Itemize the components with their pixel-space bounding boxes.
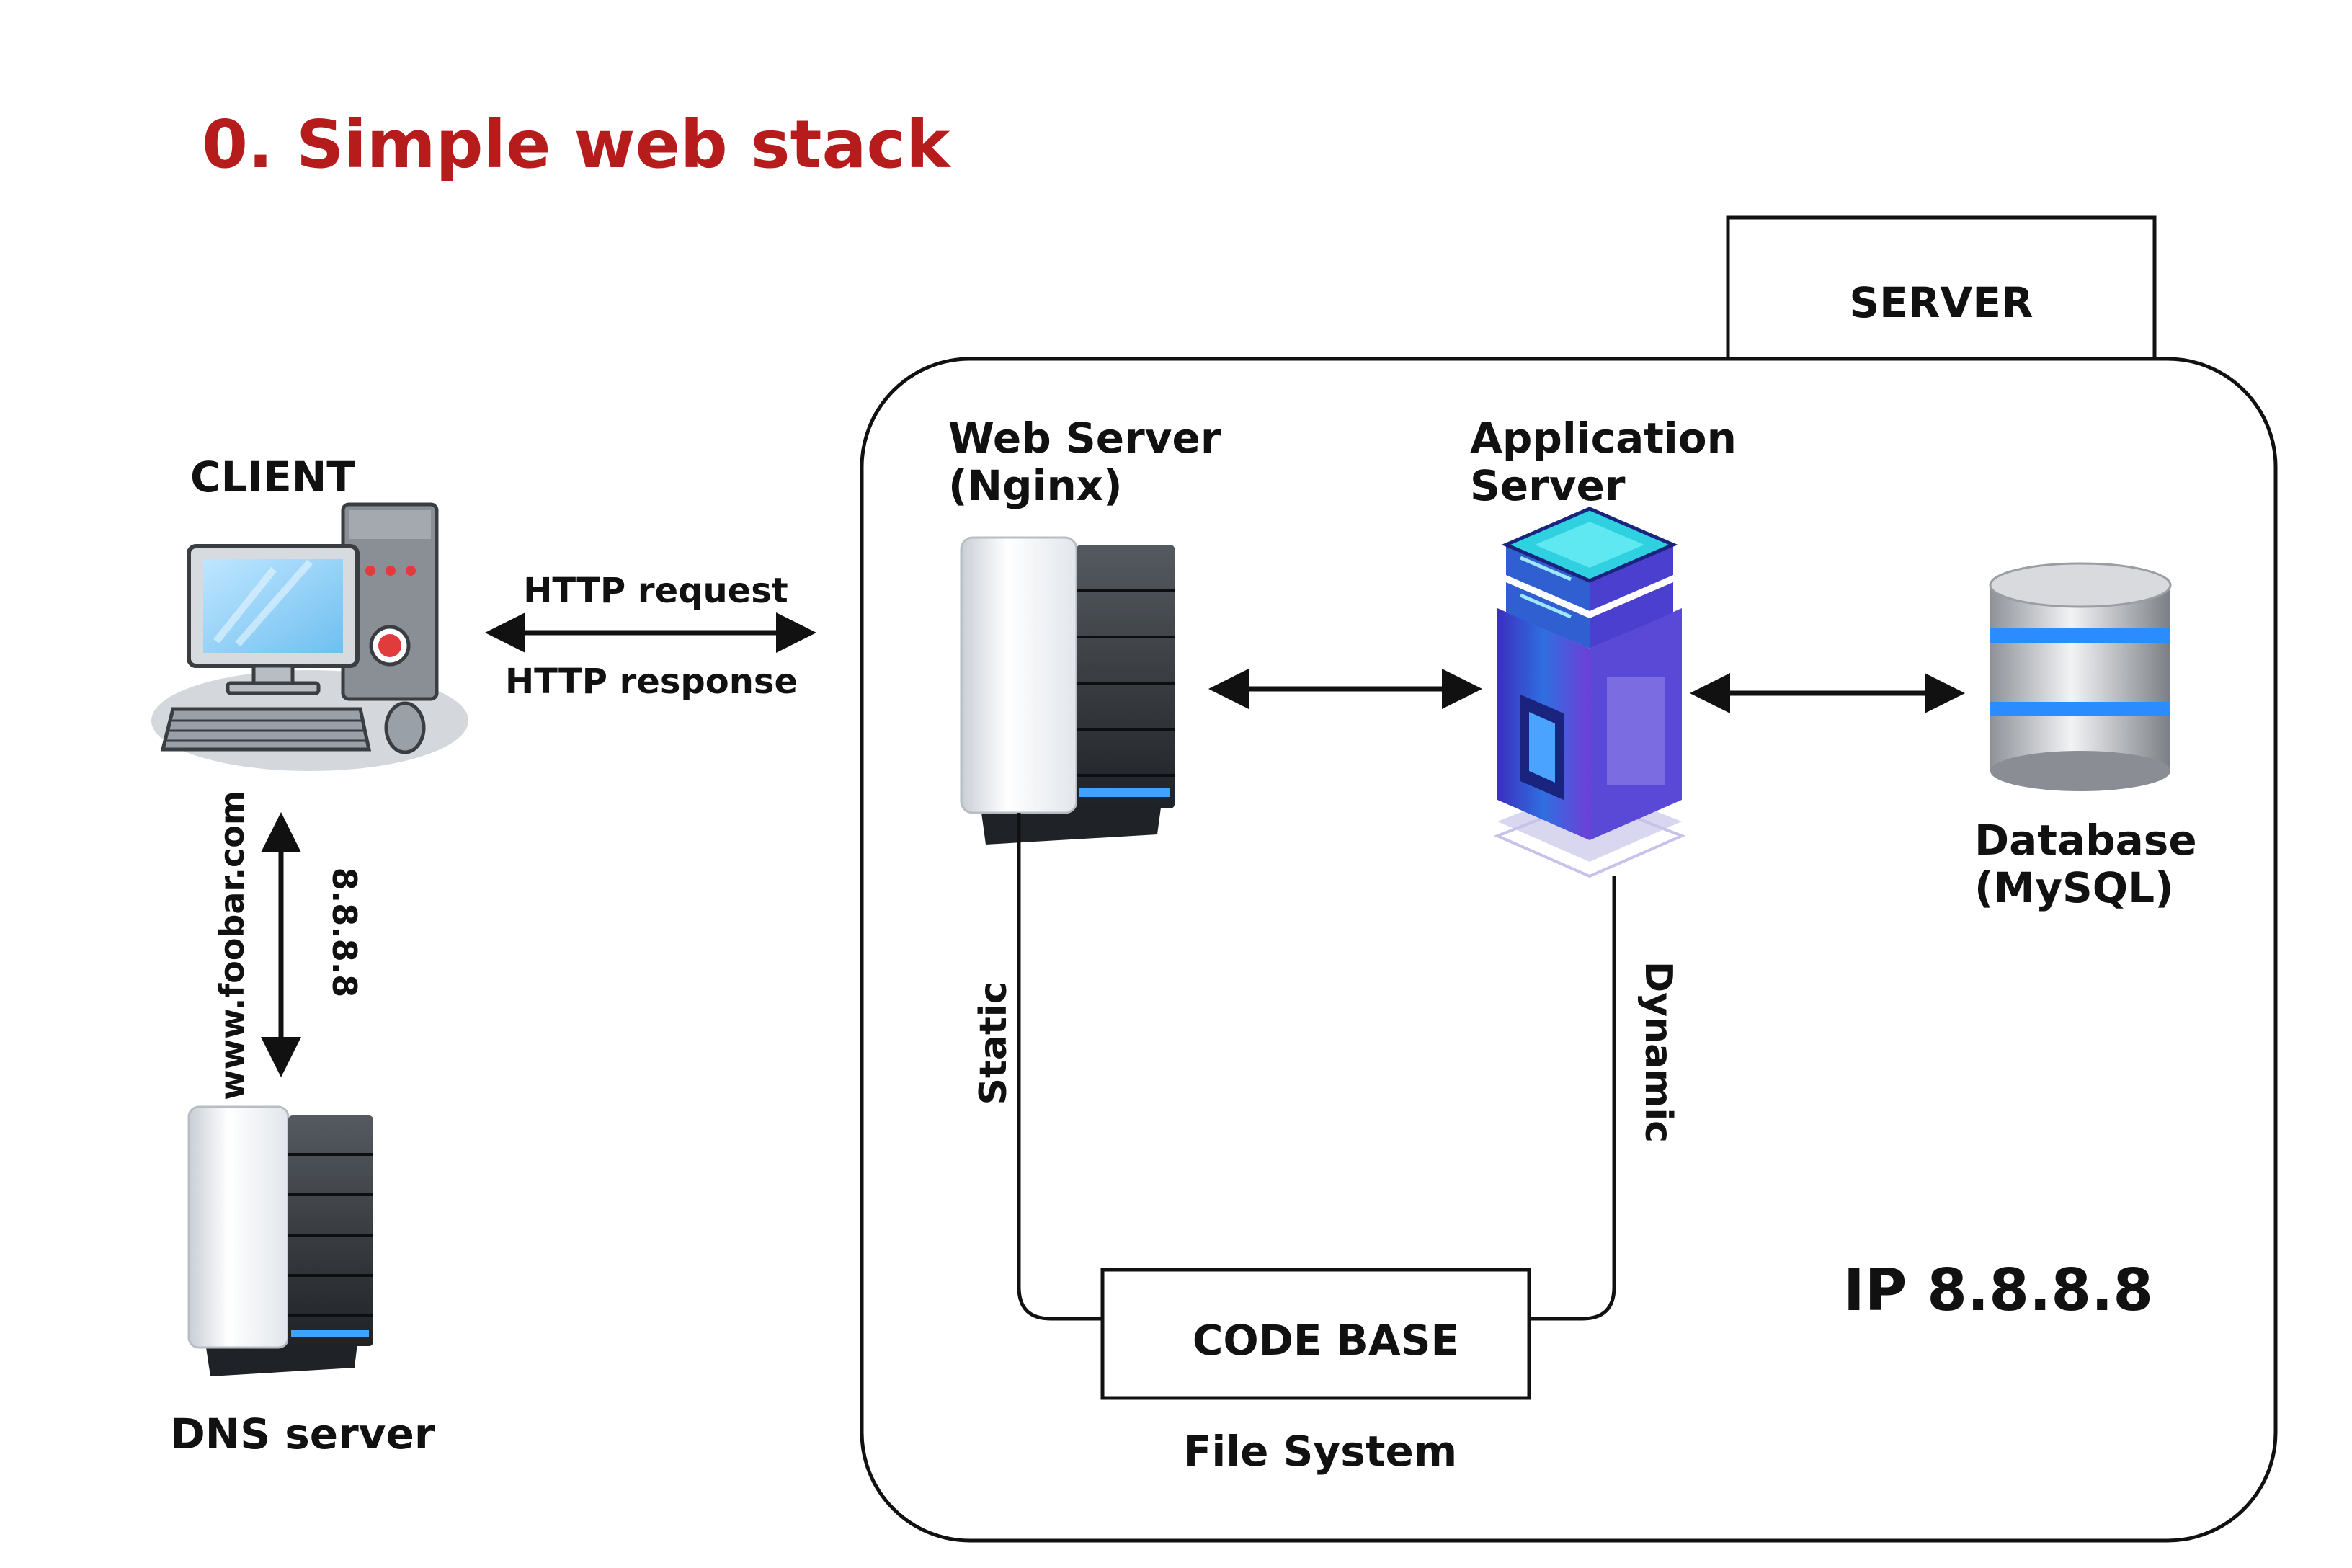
dns-server-label: DNS server (171, 1409, 435, 1458)
server-container: SERVER (860, 215, 2278, 1543)
server-ip-label: IP 8.8.8.8 (1843, 1257, 2153, 1324)
database-icon (1989, 562, 2172, 791)
server-tab (1726, 215, 2157, 361)
app-server-label-line2: Server (1470, 461, 1626, 510)
web-server-tower-icon (960, 536, 1175, 845)
web-server-label-line1: Web Server (948, 414, 1221, 463)
database-label-line1: Database (1974, 816, 2197, 865)
app-server-label-line1: Application (1470, 414, 1737, 463)
server-tab-label: SERVER (1849, 278, 2033, 327)
code-base-label: CODE BASE (1193, 1316, 1459, 1365)
static-connector (1017, 813, 1102, 1321)
dns-query-label: www.foobar.com (213, 790, 251, 1100)
client-label: CLIENT (190, 453, 355, 502)
dynamic-label: Dynamic (1636, 961, 1680, 1143)
static-label: Static (972, 982, 1015, 1105)
dynamic-connector (1529, 876, 1616, 1321)
page-title: 0. Simple web stack (202, 106, 951, 183)
server-box (860, 357, 2278, 1543)
desktop-computer-icon (151, 502, 468, 771)
file-system-label: File System (1183, 1427, 1458, 1476)
app-server-icon (1493, 507, 1686, 878)
http-request-label: HTTP request (523, 571, 788, 611)
code-base-box (1100, 1268, 1531, 1400)
web-server-label-line2: (Nginx) (948, 461, 1123, 510)
dns-answer-label: 8.8.8.8 (325, 868, 364, 997)
http-response-label: HTTP response (505, 662, 798, 702)
dns-server-tower-icon (187, 1105, 373, 1376)
database-label-line2: (MySQL) (1974, 863, 2174, 912)
